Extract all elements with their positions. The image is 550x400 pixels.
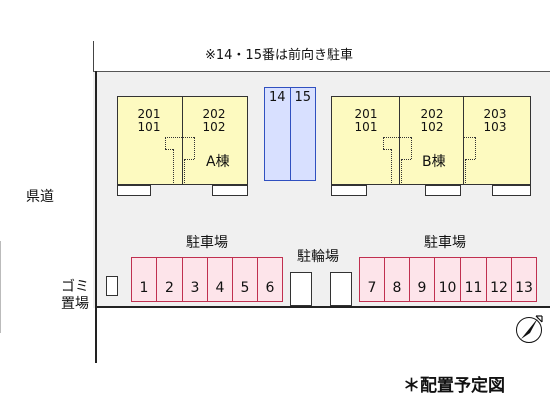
parking-row-right: 7 8 9 10 11 12 13	[359, 257, 537, 302]
unit-b-203: 203	[483, 107, 507, 121]
parking-note: ※14・15番は前向き駐車	[205, 48, 353, 63]
parking-label-left: 駐車場	[186, 235, 228, 251]
unit-b-201: 201	[354, 107, 378, 121]
parking-space-10: 10	[435, 258, 461, 301]
unit-b-202: 202	[420, 107, 444, 121]
parking-vertical-group: 14 15	[264, 87, 316, 181]
building-a: 201 101 202 102 A棟	[117, 96, 248, 185]
unit-b-101: 101	[354, 120, 378, 134]
parking-space-11: 11	[461, 258, 487, 301]
compass-icon	[516, 315, 543, 343]
building-b-balcony-2	[425, 185, 461, 196]
unit-a-101: 101	[137, 120, 161, 134]
building-a-name: A棟	[206, 154, 230, 170]
parking-space-14: 14	[265, 88, 290, 180]
building-a-balcony-1	[117, 185, 151, 196]
parking-space-13: 13	[512, 258, 536, 301]
bicycle-parking-label: 駐輪場	[297, 249, 339, 265]
bicycle-stall-2	[330, 272, 352, 306]
unit-b-102: 102	[420, 120, 444, 134]
parking-space-8: 8	[385, 258, 410, 301]
building-b: 201 101 202 102 203 103 B棟	[331, 96, 531, 185]
parking-space-9: 9	[410, 258, 435, 301]
building-b-balcony-1	[331, 185, 367, 196]
parking-space-6: 6	[258, 258, 282, 301]
parking-space-5: 5	[233, 258, 258, 301]
unit-a-202: 202	[202, 107, 226, 121]
building-b-balcony-3	[492, 185, 531, 196]
parking-space-2: 2	[157, 258, 183, 301]
site-boundary-top	[93, 41, 94, 71]
trash-box	[106, 276, 118, 296]
trash-label-line2: 置場	[61, 296, 89, 312]
parking-space-1: 1	[132, 258, 157, 301]
trash-label-line1: ゴミ	[61, 279, 89, 295]
site-boundary-bottom	[95, 306, 550, 308]
road-label: 県道	[26, 189, 54, 205]
parking-space-15: 15	[289, 88, 315, 180]
building-a-balcony-2	[212, 185, 248, 196]
compass-needle-icon	[521, 315, 543, 339]
building-b-name: B棟	[422, 154, 446, 170]
unit-b-103: 103	[483, 120, 507, 134]
layout-plan-label: ＊配置予定図	[403, 376, 505, 396]
parking-space-3: 3	[183, 258, 208, 301]
road-far-edge	[0, 241, 1, 333]
unit-a-102: 102	[202, 120, 226, 134]
prefectural-road-edge	[95, 71, 97, 363]
parking-label-right: 駐車場	[424, 235, 466, 251]
parking-row-left: 1 2 3 4 5 6	[131, 257, 283, 302]
parking-space-7: 7	[360, 258, 385, 301]
parking-space-4: 4	[208, 258, 233, 301]
parking-space-12: 12	[487, 258, 512, 301]
bicycle-stall-1	[290, 272, 312, 306]
unit-a-201: 201	[137, 107, 161, 121]
